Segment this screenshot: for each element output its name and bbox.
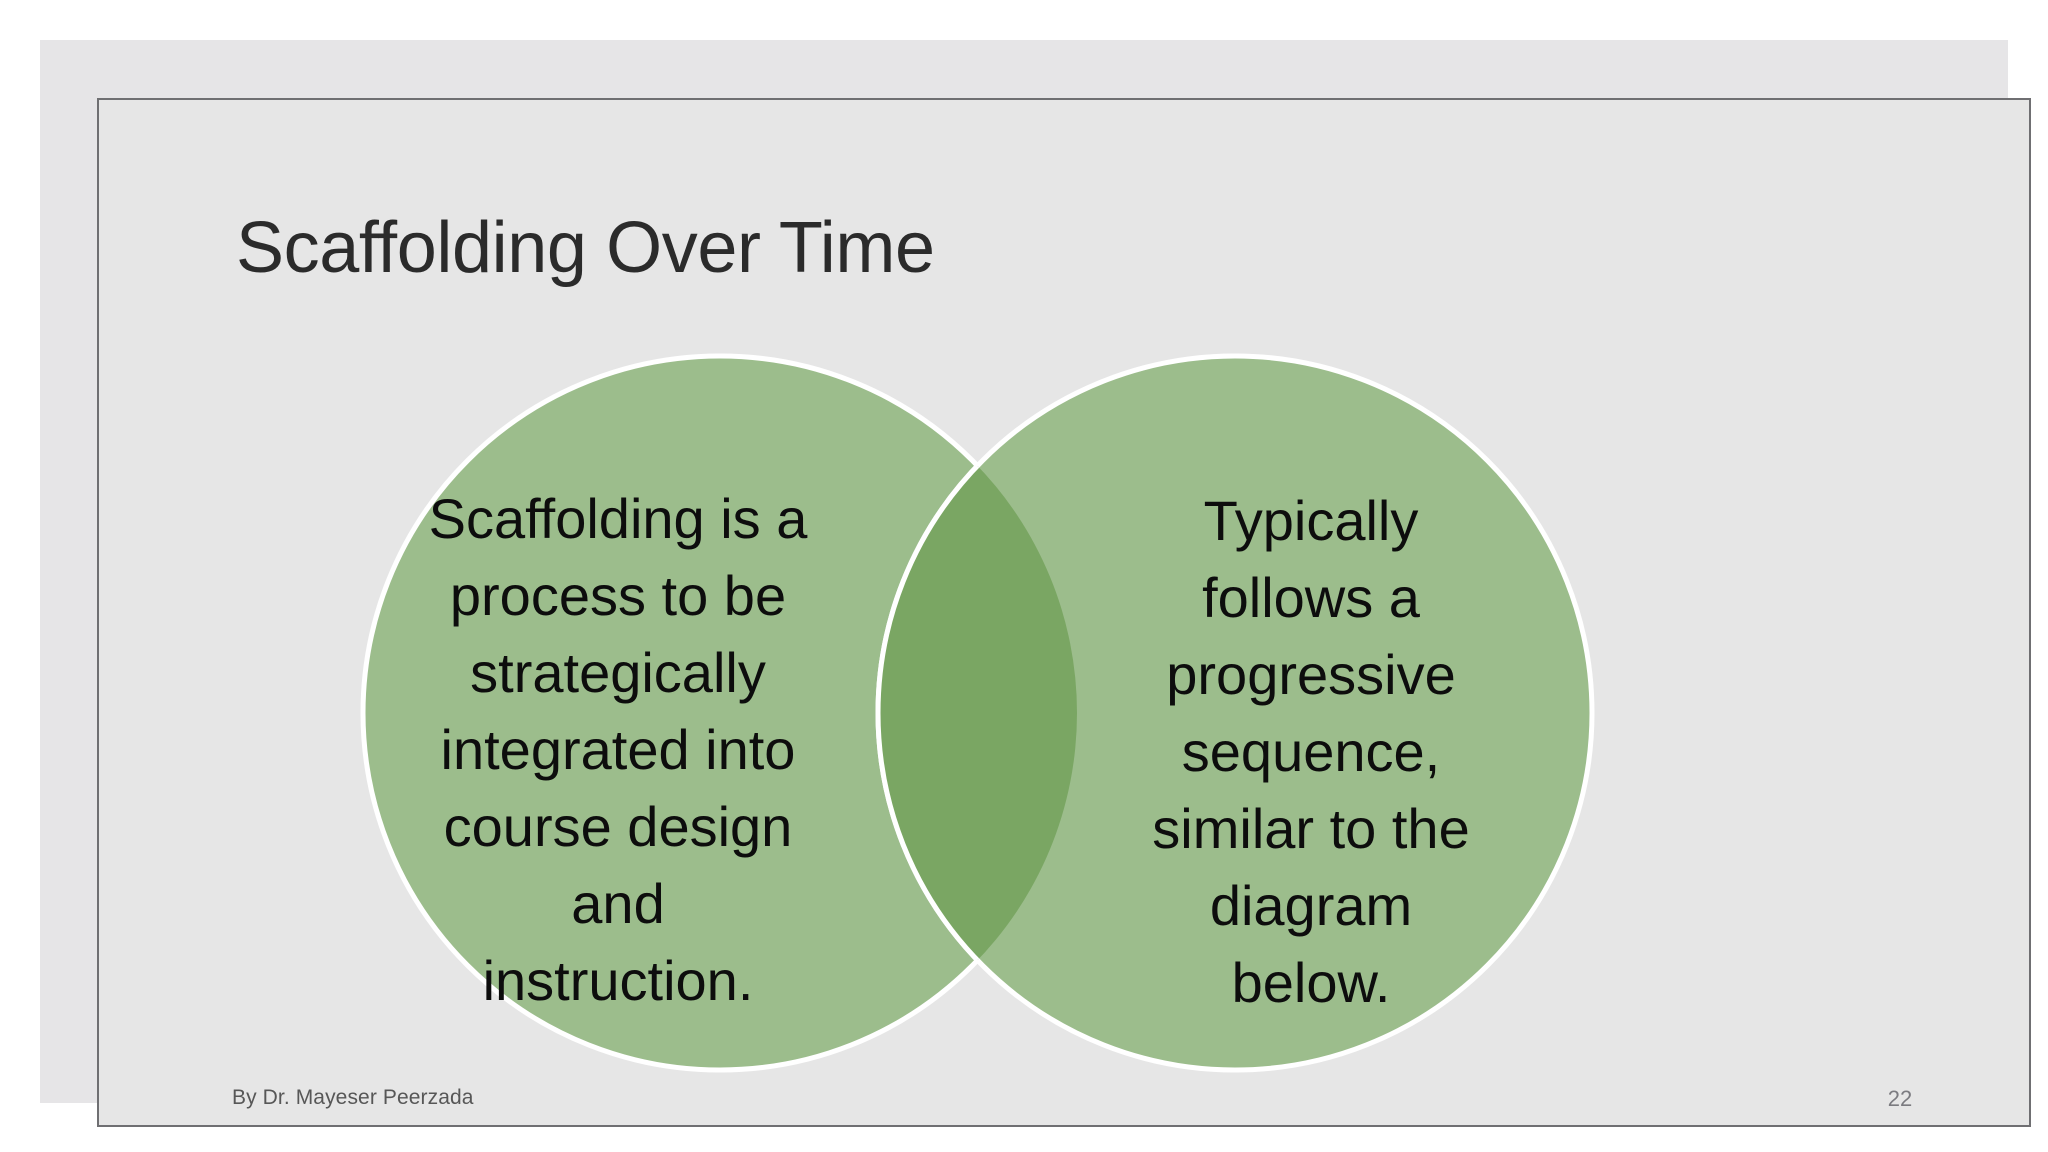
page-title: Scaffolding Over Time: [236, 208, 935, 288]
slide-page-number: 22: [1887, 1086, 1913, 1111]
footer-author: By Dr. Mayeser Peerzada: [232, 1086, 474, 1109]
slide-canvas: Scaffolding is a process to be strategic…: [40, 40, 2031, 1127]
